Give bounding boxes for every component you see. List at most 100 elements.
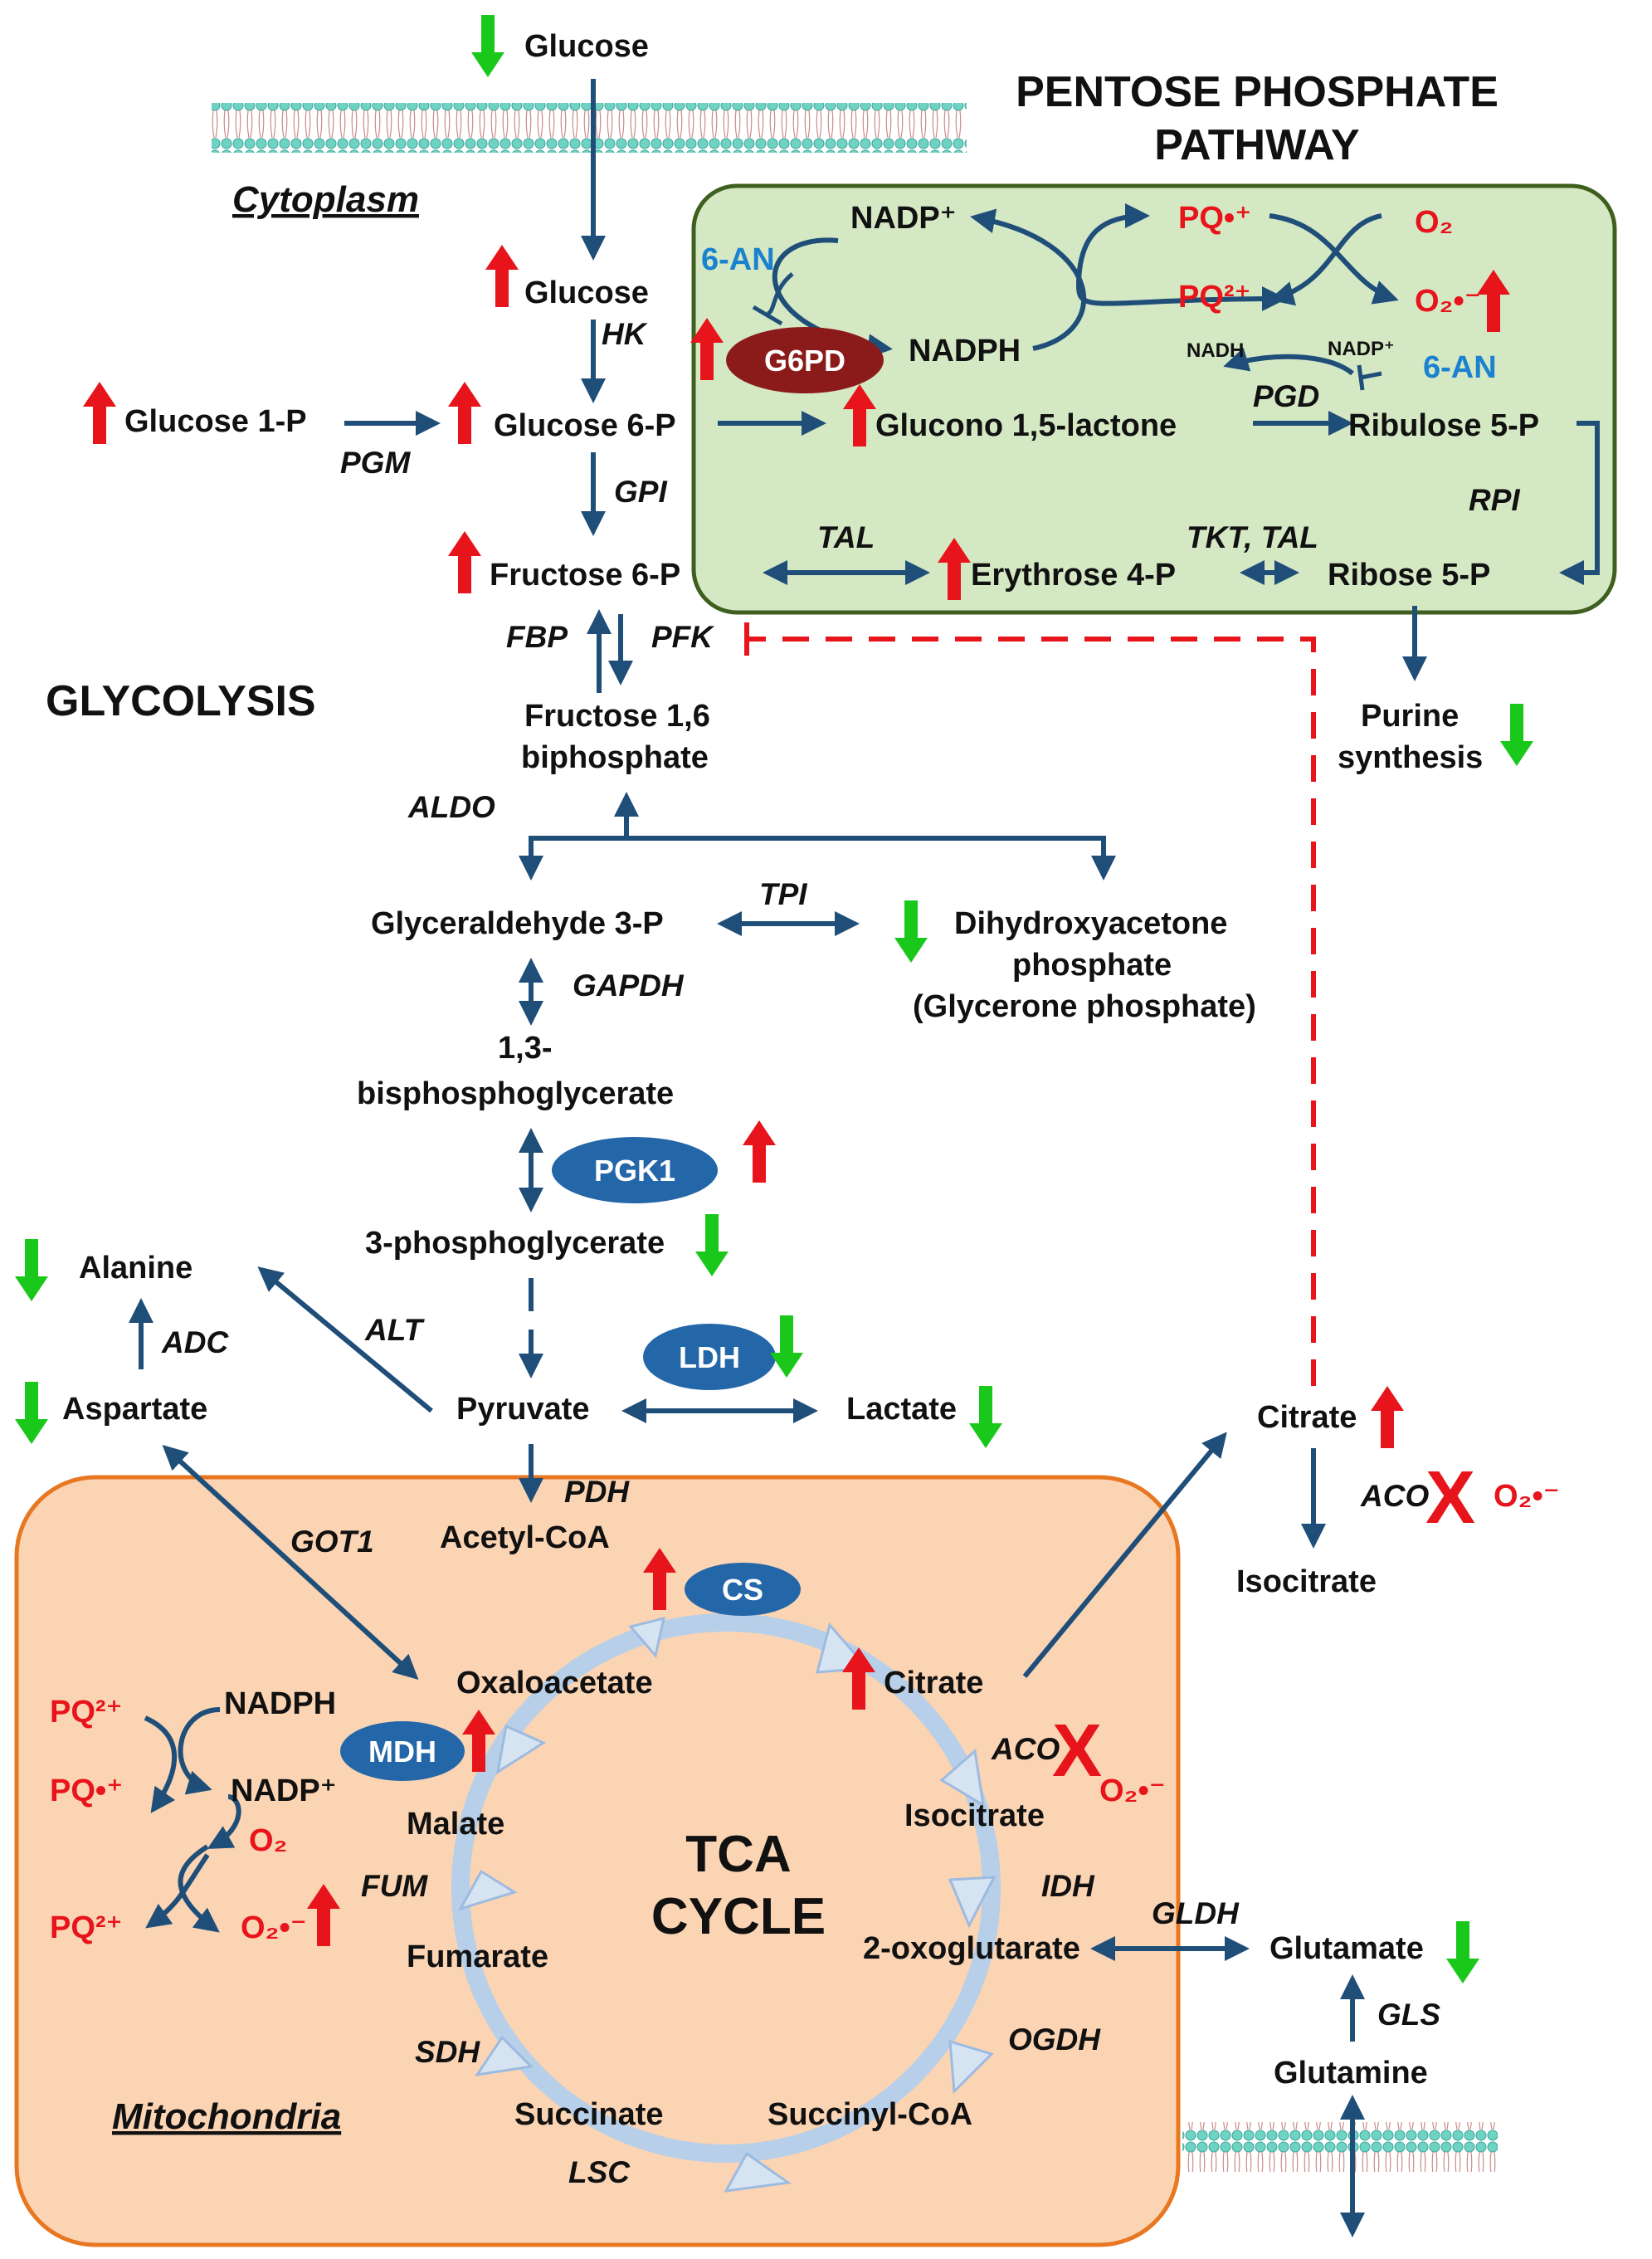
succinyl-coa: Succinyl-CoA [768,2097,972,2132]
g6pd-label: G6PD [764,344,845,378]
cs-ellipse[interactable] [685,1563,801,1616]
erythrose-4p: Erythrose 4-P [971,558,1176,593]
aspartate: Aspartate [62,1392,207,1427]
ribose-5p: Ribose 5-P [1328,558,1490,593]
enzyme-fum: FUM [361,1869,428,1903]
nadp-ppp: NADP⁺ [850,201,957,236]
acetyl-coa: Acetyl-CoA [440,1520,610,1555]
fructose-16bp-line1: Fructose 1,6 [524,699,710,734]
lactate: Lactate [846,1392,957,1427]
mdh-ellipse[interactable] [340,1721,465,1781]
enzyme-gldh: GLDH [1152,1896,1240,1930]
isocitrate-mito: Isocitrate [904,1798,1045,1833]
isocitrate-cytosolic: Isocitrate [1236,1564,1377,1599]
enzyme-fbp: FBP [506,620,568,654]
enzyme-rpi: RPI [1469,483,1520,517]
enzyme-got1: GOT1 [290,1525,374,1559]
superoxide-mito-aco: O₂•⁻ [1099,1774,1166,1808]
fructose-6p: Fructose 6-P [490,558,680,593]
dhap-line1: Dihydroxyacetone [954,906,1227,941]
enzyme-pgm: PGM [340,446,411,480]
membrane-top [212,103,967,153]
enzyme-gapdh: GAPDH [573,968,685,1003]
pyruvate: Pyruvate [456,1392,590,1427]
pq-radical-mito: PQ•⁺ [50,1774,123,1808]
bpg-line1: 1,3- [498,1031,552,1066]
purine-line2: synthesis [1338,740,1483,775]
enzyme-pgd: PGD [1253,379,1319,413]
dhap-line2: phosphate [1012,948,1172,983]
mdh-label: MDH [368,1735,436,1769]
ppp-title-line2: PATHWAY [1154,121,1360,169]
fructose-16bp-line2: biphosphate [521,740,709,775]
fumarate: Fumarate [407,1939,548,1974]
bpg-line2: bisphosphoglycerate [357,1076,674,1111]
pathway-arrows [129,79,1600,2237]
tca-title-line1: TCA [685,1826,791,1883]
mitochondria-label: Mitochondria [112,2096,341,2137]
alanine: Alanine [79,1251,192,1286]
3-phosphoglycerate: 3-phosphoglycerate [365,1226,665,1261]
down-arrows [15,15,1533,1983]
enzyme-lsc: LSC [568,2155,631,2189]
tca-ring-arrowheads [457,1616,997,2193]
enzyme-alt: ALT [364,1313,426,1347]
enzyme-aldo: ALDO [407,790,495,824]
cytoplasm-label: Cytoplasm [232,179,419,220]
nadp-mito: NADP⁺ [231,1774,337,1808]
pq2-ppp: PQ²⁺ [1178,280,1251,315]
glucose-6p: Glucose 6-P [494,408,676,443]
cs-label: CS [722,1573,763,1607]
enzyme-aco-mito: ACO [991,1732,1060,1766]
pgk1-label: PGK1 [594,1154,675,1188]
glucose-1p: Glucose 1-P [124,404,307,439]
glyceraldehyde-3p: Glyceraldehyde 3-P [371,906,664,941]
aco-inhibition-x-cyto: X [1425,1456,1475,1539]
enzyme-idh: IDH [1041,1869,1095,1903]
inhibitor-6an-1: 6-AN [701,242,775,277]
enzyme-adc: ADC [161,1325,229,1359]
ldh-ellipse[interactable] [643,1324,776,1390]
purine-line1: Purine [1361,699,1459,734]
glutamine: Glutamine [1274,2056,1428,2091]
o2-ppp: O₂ [1415,205,1453,240]
2-oxoglutarate: 2-oxoglutarate [863,1931,1080,1966]
nadh-small: NADH [1187,339,1244,362]
glucono-lactone: Glucono 1,5-lactone [875,408,1177,443]
glucose: Glucose [524,276,649,310]
superoxide-ppp: O₂•⁻ [1415,284,1481,319]
enzyme-gpi: GPI [614,475,667,509]
dhap-line3: (Glycerone phosphate) [913,989,1256,1024]
g6pd-ellipse[interactable] [726,327,884,393]
nadph-ppp: NADPH [909,334,1021,368]
inhibition-lines [752,272,1382,391]
up-arrows [83,245,1510,1946]
pgk1-ellipse[interactable] [552,1137,718,1203]
aco-inhibition-x-mito: X [1052,1710,1102,1793]
enzyme-pfk: PFK [651,620,714,654]
ldh-label: LDH [679,1340,740,1374]
pq2-mito-2: PQ²⁺ [50,1910,123,1945]
enzyme-aco-cyto: ACO [1360,1479,1429,1513]
citrate-cytosolic: Citrate [1257,1400,1357,1435]
superoxide-cyto: O₂•⁻ [1494,1479,1560,1514]
feedback-inhibition [744,622,1316,1386]
membrane-bottom [1182,2122,1498,2172]
enzyme-sdh: SDH [415,2035,480,2069]
ppp-title-line1: PENTOSE PHOSPHATE [1016,68,1498,116]
succinate: Succinate [514,2097,664,2132]
nadp-small: NADP⁺ [1328,338,1395,360]
o2-mito: O₂ [249,1823,287,1858]
tca-ring [451,1613,1001,2163]
glycolysis-title: GLYCOLYSIS [46,677,316,725]
superoxide-mito: O₂•⁻ [241,1910,307,1945]
pq2-mito-1: PQ²⁺ [50,1695,123,1730]
glucose-extracellular: Glucose [524,29,649,64]
inhibitor-6an-2: 6-AN [1423,350,1497,385]
enzyme-ogdh: OGDH [1008,2022,1101,2057]
enzyme-hk: HK [602,317,648,351]
pq-radical-ppp: PQ•⁺ [1178,201,1251,236]
enzyme-gls: GLS [1377,1998,1440,2032]
